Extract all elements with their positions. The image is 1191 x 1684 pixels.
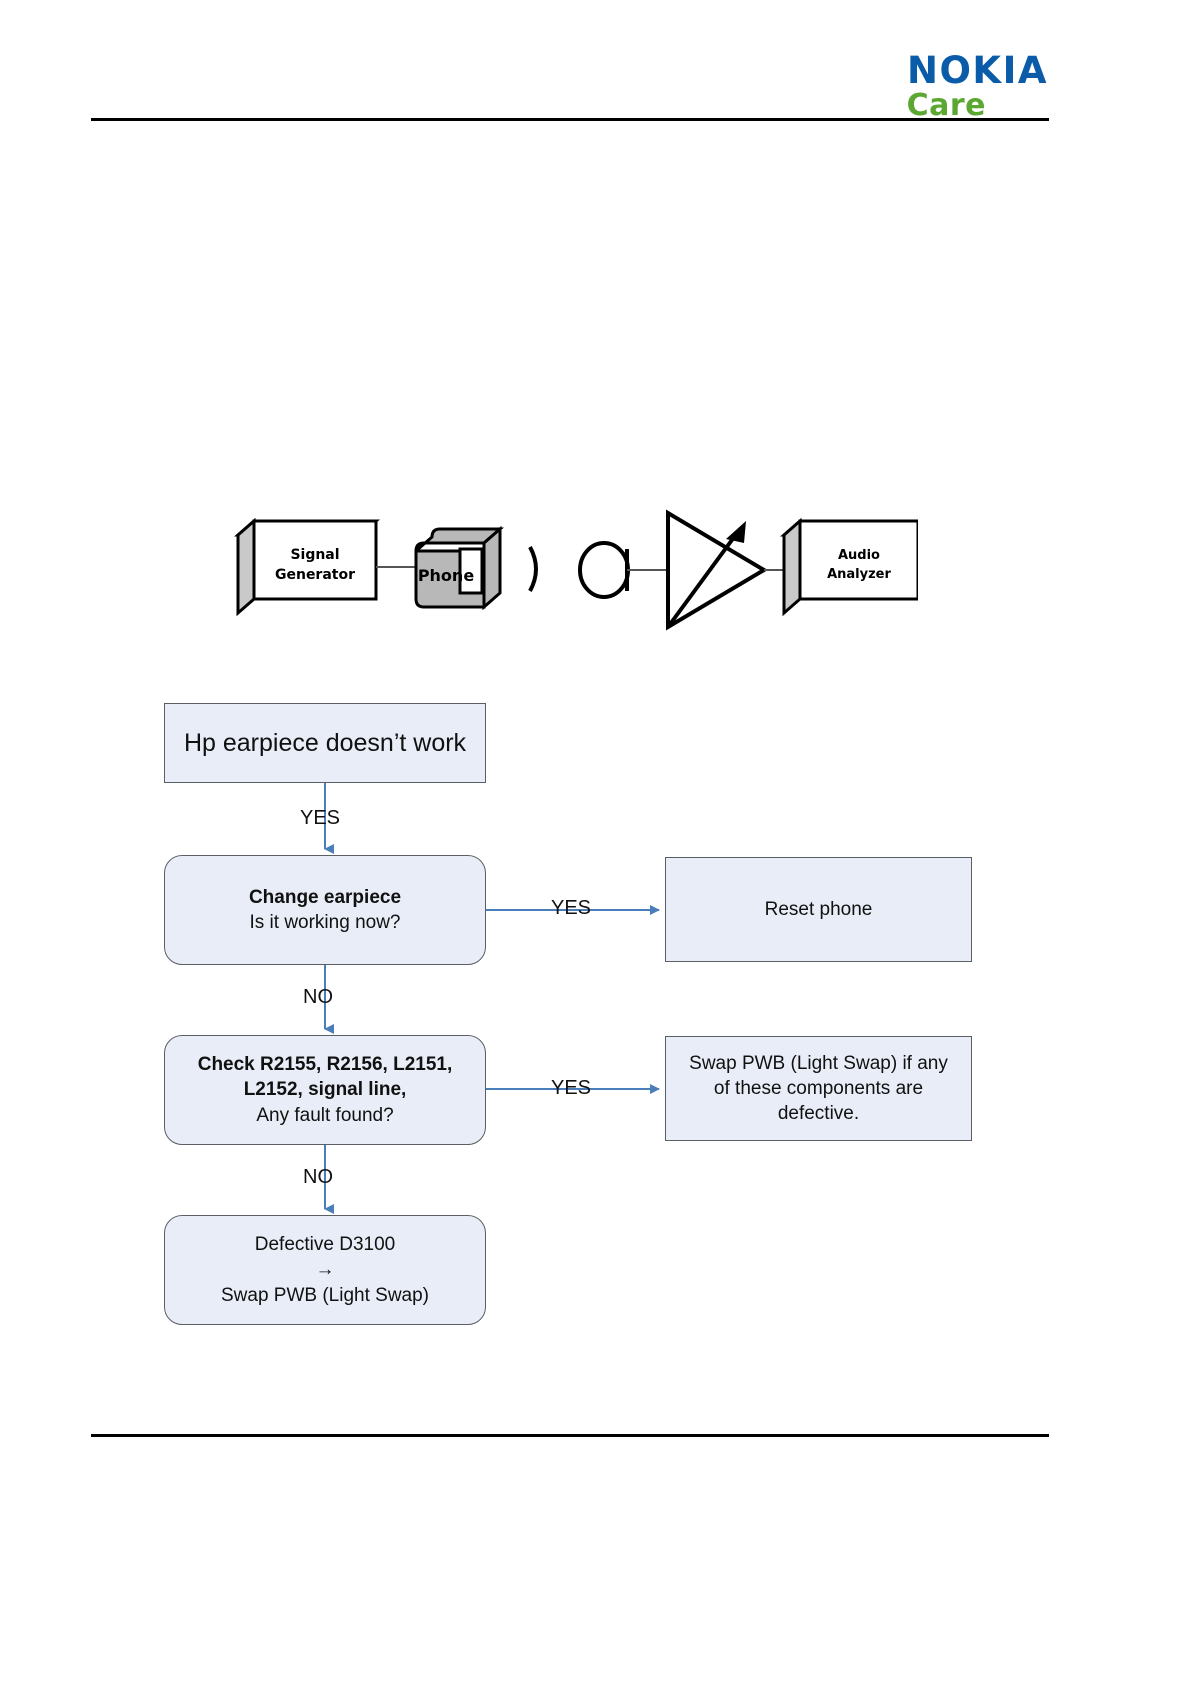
edge-label-check-to-swap: YES (551, 1077, 592, 1099)
flow-node-start: Hp earpiece doesn’t work (164, 703, 486, 783)
flow-node-defective-d3100: Defective D3100 → Swap PWB (Light Swap) (164, 1215, 486, 1325)
sound-wave-arc-icon (528, 546, 538, 592)
flow-node-check-components-line-0: Check R2155, R2156, L2151, (197, 1054, 453, 1076)
audio-test-setup-diagram: Signal Generator Phone (234, 509, 918, 631)
flow-node-defective-d3100-line-2: Swap PWB (Light Swap) (220, 1284, 430, 1306)
phone-label: Phone (418, 566, 475, 585)
microphone-icon (578, 541, 668, 599)
audio-analyzer-block: Audio Analyzer (780, 517, 918, 617)
nokia-wordmark: NOKIA (907, 49, 1048, 92)
flow-node-swap-pwb-line-0: Swap PWB (Light Swap) if any (689, 1052, 948, 1074)
header-rule (91, 118, 1049, 121)
flow-node-start-line-0: Hp earpiece doesn’t work (183, 728, 467, 757)
flow-node-check-components: Check R2155, R2156, L2151, L2152, signal… (164, 1035, 486, 1145)
edge-label-start-to-change: YES (300, 807, 341, 829)
signal-generator-label-line1: Signal (290, 547, 339, 563)
care-wordmark: Care (906, 88, 986, 123)
flow-node-change-earpiece-line-1: Is it working now? (249, 912, 401, 933)
flow-node-check-components-line-1: L2152, signal line, (243, 1079, 407, 1101)
flow-node-defective-d3100-line-1: → (315, 1259, 335, 1281)
flow-node-check-components-line-2: Any fault found? (256, 1104, 394, 1126)
flow-node-defective-d3100-line-0: Defective D3100 (254, 1234, 396, 1256)
flow-node-swap-pwb-line-2: defective. (777, 1103, 860, 1125)
signal-generator-block: Signal Generator (234, 517, 380, 617)
edge-label-change-to-reset: YES (551, 897, 592, 919)
flow-node-change-earpiece-line-0: Change earpiece (248, 886, 402, 908)
flow-node-reset-phone-line-0: Reset phone (764, 898, 873, 920)
phone-block: Phone (414, 525, 504, 611)
flow-node-swap-pwb-line-1: of these components are (713, 1077, 924, 1099)
flow-node-swap-pwb-if-defective: Swap PWB (Light Swap) if any of these co… (665, 1036, 972, 1141)
audio-analyzer-label-line2: Analyzer (827, 567, 891, 582)
flow-node-change-earpiece: Change earpiece Is it working now? (164, 855, 486, 965)
nokia-care-logo: NOKIA Care (907, 52, 1048, 121)
audio-analyzer-label-line1: Audio (838, 548, 880, 563)
footer-rule (91, 1434, 1049, 1437)
edge-label-change-to-check: NO (303, 986, 333, 1008)
edge-label-check-to-defective: NO (303, 1166, 333, 1188)
signal-generator-label-line2: Generator (275, 567, 355, 583)
amplifier-with-gain-arrow-icon (666, 509, 800, 631)
flow-node-reset-phone: Reset phone (665, 857, 972, 962)
